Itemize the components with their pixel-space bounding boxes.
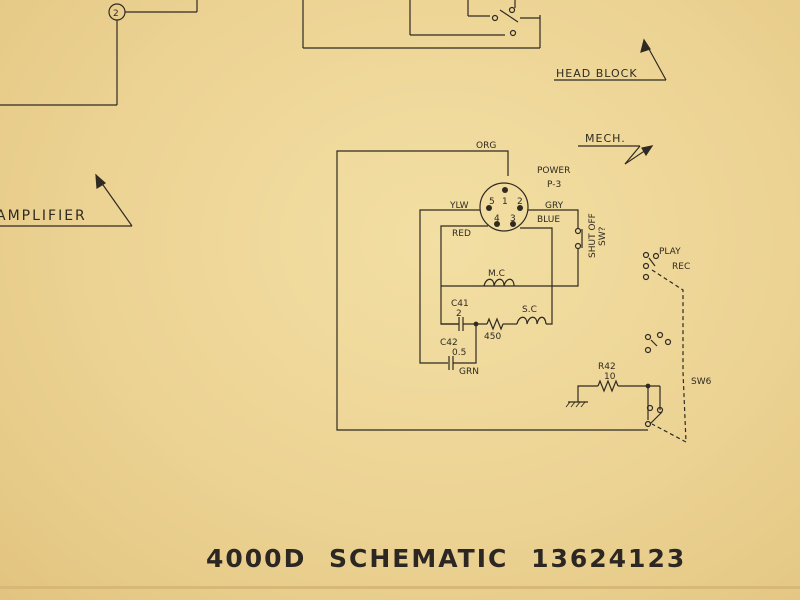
c42-value: 0.5 <box>452 348 466 358</box>
pin-4: 4 <box>494 214 500 224</box>
red-label: RED <box>452 229 471 239</box>
power-connector <box>479 182 529 232</box>
grn-wire <box>453 324 477 364</box>
mech-label: MECH. <box>585 132 626 145</box>
r42-label: R42 <box>598 362 616 372</box>
head-block-label: HEAD BLOCK <box>556 67 638 80</box>
sw6-linkage <box>651 269 687 444</box>
red-wire <box>440 225 488 325</box>
sw6-label: SW6 <box>691 377 712 387</box>
shutoff-label: SHUT OFF <box>588 213 598 258</box>
grn-label: GRN <box>459 367 479 377</box>
schematic-title: 4000D SCHEMATIC 13624123 <box>206 544 687 573</box>
footer-rule <box>0 586 800 589</box>
mc-coil <box>483 278 515 287</box>
ref-circle-label: 2 <box>113 9 119 19</box>
rec-label: REC <box>672 262 690 272</box>
p3-label: P-3 <box>547 180 561 190</box>
pin-3: 3 <box>510 214 516 224</box>
pin-1: 1 <box>502 197 508 207</box>
sc-coil <box>516 316 547 325</box>
shutoff-label-2: SW? <box>598 226 608 246</box>
resistor-450 <box>486 317 504 331</box>
c41-label: C41 <box>451 299 469 309</box>
pin-5: 5 <box>489 197 495 207</box>
r42-resistor <box>597 379 619 393</box>
power-label: POWER <box>537 166 570 176</box>
gry-label: GRY <box>545 201 564 211</box>
blue-label: BLUE <box>537 215 560 225</box>
r42-value: 10 <box>604 372 616 382</box>
mc-label: M.C <box>488 269 505 279</box>
pin-2: 2 <box>517 197 523 207</box>
amplifier-label: AMPLIFIER <box>0 208 87 224</box>
play-label: PLAY <box>659 247 681 257</box>
outer-loop-wire <box>336 150 648 431</box>
ylw-wire <box>419 209 480 364</box>
blue-wire <box>520 227 553 325</box>
c41-value: 2 <box>456 309 462 319</box>
resistor-450-value: 450 <box>484 332 501 342</box>
ylw-label: YLW <box>449 201 469 211</box>
gry-wire <box>528 209 579 228</box>
c42-label: C42 <box>440 338 458 348</box>
org-label: ORG <box>476 141 496 151</box>
sc-label: S.C <box>522 305 537 315</box>
